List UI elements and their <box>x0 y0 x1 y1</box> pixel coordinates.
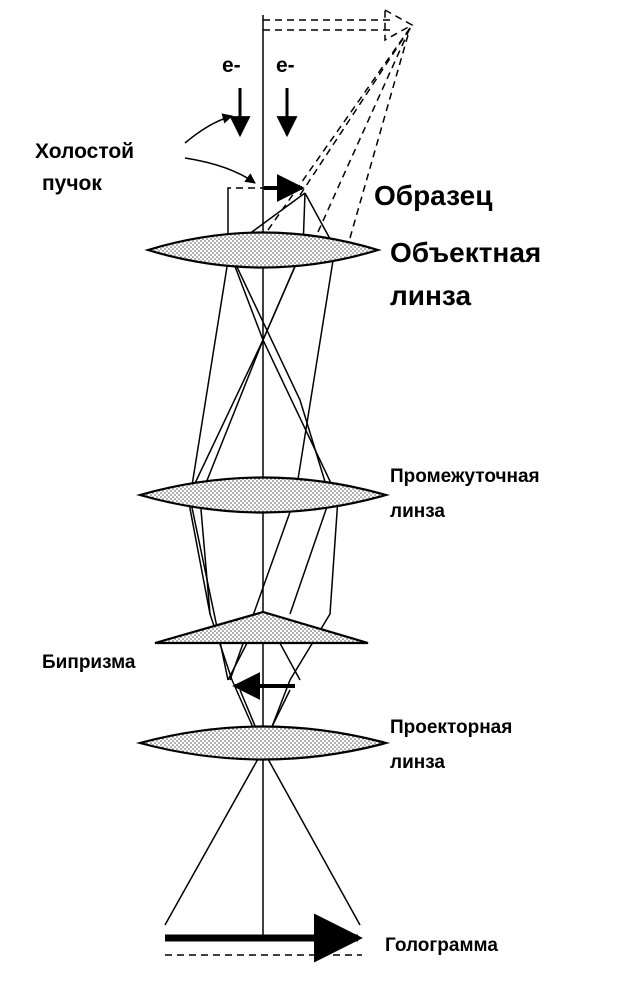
projector-lens-label-2: линза <box>390 752 445 773</box>
objective-lens <box>144 231 382 269</box>
hologram-label: Голограмма <box>385 935 498 956</box>
specimen-label: Образец <box>374 180 492 211</box>
objective-lens-label-1: Объектная <box>390 237 541 268</box>
projector-lens-label-1: Проекторная <box>390 717 512 738</box>
reference-beam-label-1: Холостой <box>35 140 134 163</box>
intermediate-lens <box>135 476 391 514</box>
objective-lens-label-2: линза <box>390 280 471 311</box>
electron-label-right: e- <box>276 54 295 77</box>
hologram-image <box>165 913 363 963</box>
electron-beam-arrows <box>229 88 298 138</box>
intermediate-lens-label-1: Промежуточная <box>390 466 540 487</box>
intermediate-lens-label-2: линза <box>390 501 445 522</box>
reference-beam-label-2: пучок <box>42 172 102 195</box>
biprism <box>154 610 369 645</box>
reference-beam-pointers <box>184 113 256 184</box>
biprism-label: Бипризма <box>42 652 136 673</box>
electron-label-left: e- <box>222 54 241 77</box>
virtual-image-arrow <box>263 8 414 42</box>
projector-lens <box>135 725 391 761</box>
specimen-arrow <box>227 174 305 202</box>
